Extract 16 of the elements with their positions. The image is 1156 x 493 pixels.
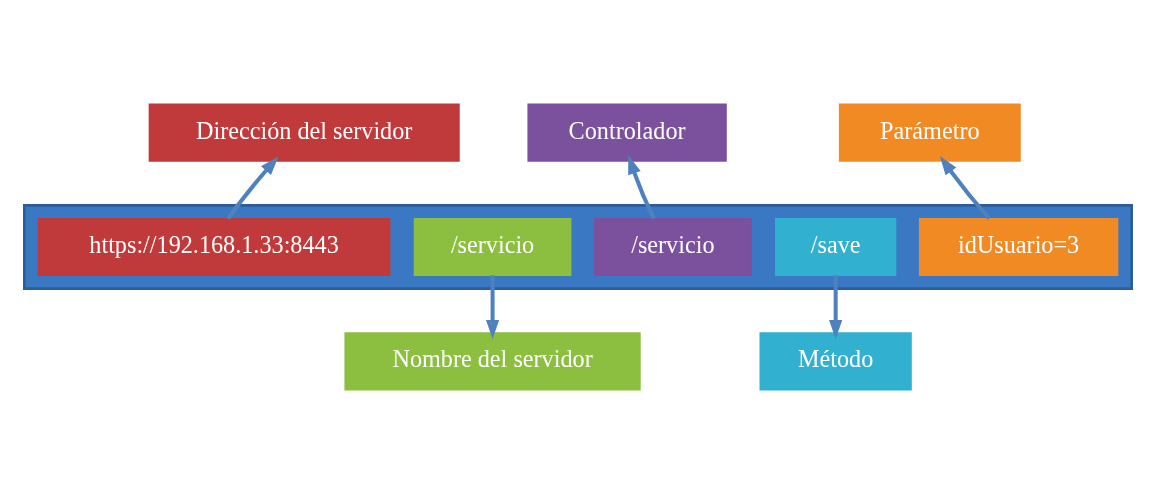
arrow: [939, 155, 991, 220]
node-box: /save: [774, 217, 897, 276]
cluster: [23, 203, 1133, 290]
node-box: Parámetro: [838, 103, 1021, 162]
node-box: https://192.168.1.33:8443: [37, 217, 391, 276]
node-box: /servicio: [594, 217, 752, 276]
arrow: [628, 154, 656, 219]
arrow: [226, 155, 279, 220]
node-box: Controlador: [527, 103, 727, 162]
arrow: [829, 274, 843, 339]
node-box: Método: [759, 331, 912, 390]
node-box: /servicio: [413, 217, 572, 276]
node-box: idUsuario=3: [918, 217, 1119, 276]
arrow: [485, 274, 500, 339]
node-box: Dirección del servidor: [148, 103, 460, 162]
node-box: Nombre del servidor: [344, 331, 641, 390]
